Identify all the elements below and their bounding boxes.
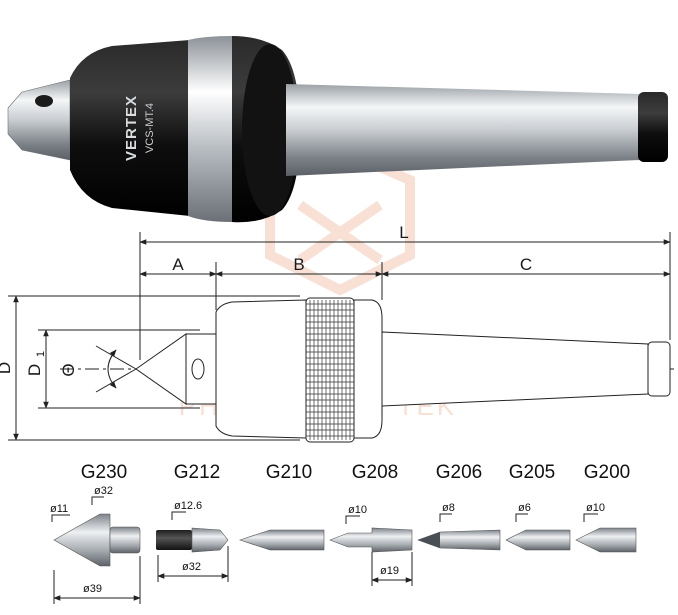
tip-g205: ø6: [505, 502, 571, 551]
photo-rear-face: [242, 44, 298, 216]
tip-g206: ø8: [417, 502, 501, 551]
drawing-nose: [185, 333, 217, 405]
drawing-shank: [381, 331, 649, 407]
cross-hole: [35, 95, 53, 107]
tip-dim: ø8: [442, 502, 455, 514]
brand-engraving: VERTEX VCS-MT.4: [123, 95, 156, 161]
label-D: D: [0, 362, 14, 374]
label-D1: D: [25, 364, 44, 376]
tip-g208: ø10 ø19: [329, 504, 413, 586]
drawing-cone-tip: [135, 333, 187, 405]
tip-dim: ø6: [518, 502, 531, 514]
photo-shank-end: [638, 92, 668, 162]
label-C: C: [520, 255, 532, 274]
tip-g210: [239, 529, 325, 551]
tip-g230: ø32 ø11 ø39: [50, 485, 141, 604]
drawing-rear-bearing: [353, 299, 383, 439]
tip-dim: ø10: [348, 504, 367, 516]
tip-g212: ø12.6 ø32: [156, 500, 229, 582]
tips-row: G230 G212 G210 G208 G206 G205 G200 ø32 ø…: [50, 462, 637, 604]
drawing-cross-hole: [191, 358, 205, 380]
photo-body: [70, 40, 190, 216]
tip-model-label: G210: [266, 462, 312, 483]
photo-taper-shank: [286, 84, 640, 176]
tip-dim: ø10: [586, 502, 605, 514]
photo-ring: [188, 36, 232, 222]
tip-dim: ø19: [380, 565, 399, 577]
tip-g200: ø10: [575, 502, 637, 553]
product-photo: VERTEX VCS-MT.4: [7, 36, 668, 223]
tip-dim: ø32: [182, 561, 201, 573]
drawing-shank-end: [647, 341, 671, 397]
tip-model-label: G206: [436, 462, 482, 483]
angle-arc: [107, 349, 117, 389]
drawing-labels: L A B C D D 1 Θ: [0, 223, 532, 377]
label-L: L: [399, 223, 408, 242]
brand-name: VERTEX: [123, 95, 140, 161]
label-theta: Θ: [59, 363, 78, 376]
label-B: B: [293, 255, 304, 274]
label-D1-subscript: 1: [35, 351, 47, 357]
photo-nose: [7, 79, 71, 161]
tip-model-label: G200: [584, 462, 630, 483]
tip-model-label: G205: [509, 462, 555, 483]
tip-dim: ø39: [83, 583, 102, 595]
knurl-pattern: [306, 300, 354, 440]
tip-model-label: G208: [352, 462, 398, 483]
tip-dim: ø11: [50, 503, 68, 515]
tip-dim: ø12.6: [174, 500, 202, 512]
tip-model-label: G212: [174, 462, 220, 483]
model-code: VCS-MT.4: [144, 103, 156, 153]
technical-drawing: [8, 232, 676, 443]
drawing-body: [215, 299, 307, 439]
tip-model-label: G230: [81, 462, 127, 483]
tip-dim: ø32: [94, 485, 113, 497]
label-A: A: [172, 255, 184, 274]
